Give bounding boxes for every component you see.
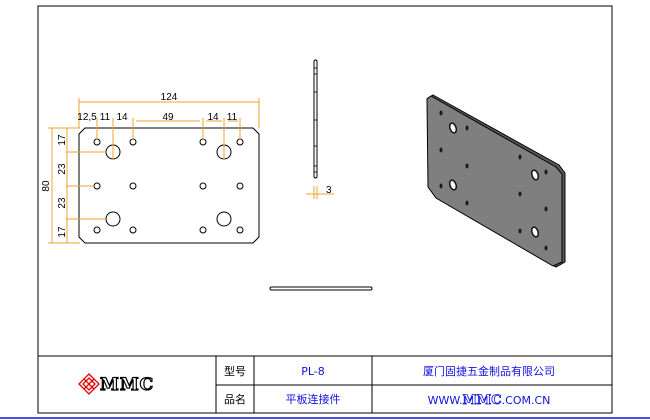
model-label: 型号 [224,364,246,378]
name-value: 平板连接件 [286,392,341,406]
dim-h-3: 14 [116,112,128,123]
dim-overall-width: 124 [161,92,178,103]
website-brand: MMC [463,393,502,408]
dimension-lines [48,98,260,244]
name-label: 品名 [224,392,246,406]
dim-h-5: 14 [207,112,219,123]
website-prefix: WWW. [428,394,463,407]
isometric-view [426,94,566,268]
dim-overall-height: 80 [41,180,52,192]
logo-text: MMC [100,375,154,395]
small-holes [93,138,244,234]
plate-outline [78,127,260,244]
dim-h-4: 49 [162,112,174,123]
dim-h-6: 11 [227,112,238,123]
model-value: PL-8 [301,365,325,378]
dim-h-1: 12,5 [77,112,97,123]
dim-v-2: 23 [57,163,68,175]
iso-small-holes [439,110,548,251]
drawing-frame [37,5,613,414]
dim-v-3: 23 [57,197,68,209]
iso-large-holes [448,122,540,238]
plate-iso-face [426,95,563,267]
thickness-dimension-lines [306,186,334,199]
company-name: 厦门固捷五金制品有限公司 [423,364,555,378]
mmc-logo: MMC [78,373,154,396]
website: WWW.MMC.COM.CN [428,393,551,408]
website-suffix: .COM.CN [502,394,551,407]
large-holes [105,144,232,227]
dim-v-4: 17 [57,226,68,238]
logo-diamond-icon [78,373,100,395]
plate-side-profile [313,59,318,179]
front-view: 124 12,5 11 14 49 14 11 80 17 23 23 17 [41,92,260,244]
side-hole-marks [314,67,317,173]
dim-thickness: 3 [326,185,332,196]
plate-bottom-profile [269,286,373,291]
title-block: MMC 型号 品名 PL-8 平板连接件 厦门固捷五金制品有限公司 WWW.MM… [38,355,612,413]
bottom-view [269,286,373,291]
side-view: 3 [306,59,334,199]
dim-h-2: 11 [100,112,111,123]
dim-v-1: 17 [57,134,68,146]
